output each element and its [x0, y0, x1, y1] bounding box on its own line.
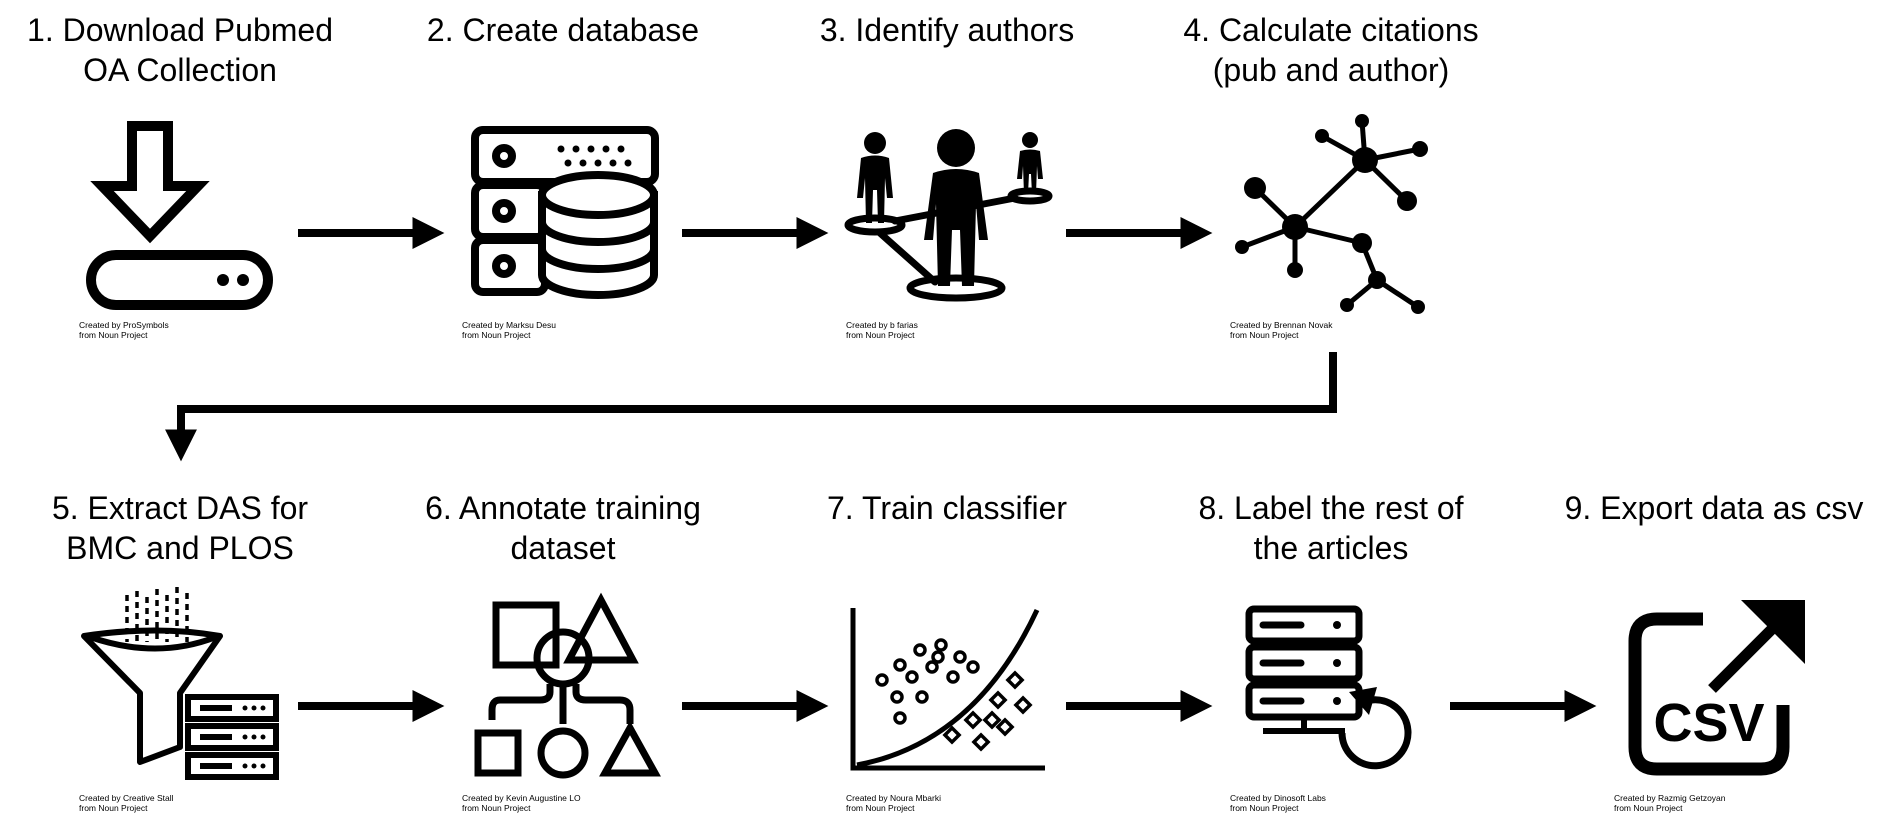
funnel-servers-icon: [81, 587, 279, 780]
scatter-plot-icon: [850, 608, 1045, 771]
network-icon: [1235, 114, 1428, 314]
authors-icon: [844, 129, 1053, 302]
step-7-title: 7. Train classifier: [826, 490, 1068, 526]
step-4-title: 4. Calculate citations(pub and author): [1183, 12, 1479, 88]
csv-label: CSV: [1653, 693, 1764, 753]
csv-export-icon: CSV: [1628, 600, 1805, 776]
step-9-title: 9. Export data as csv: [1564, 490, 1864, 526]
arrow-4-5: [165, 352, 1337, 462]
shapes-icon: [474, 592, 661, 779]
database-icon: [471, 126, 659, 299]
step-2-title: 2. Create database: [426, 12, 700, 48]
step-3-title: 3. Identify authors: [819, 12, 1075, 48]
download-icon: [86, 121, 273, 310]
server-refresh-icon: [1245, 605, 1412, 770]
